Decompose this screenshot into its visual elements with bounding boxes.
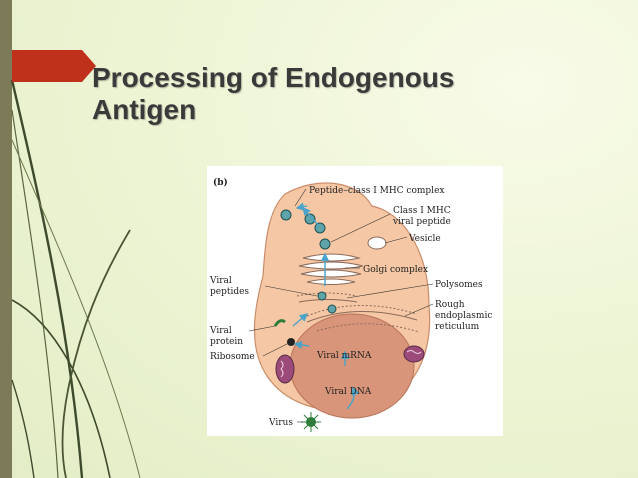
label-rough-er-line3: reticulum [435, 322, 480, 332]
viral-protein-mark [273, 319, 286, 327]
label-ribosome: Ribosome [210, 352, 255, 362]
mhc-complexes [280, 209, 337, 314]
mitochondria [275, 345, 425, 384]
label-viral-protein-line2: protein [210, 337, 243, 347]
label-viral-protein-line1: Viral [209, 326, 232, 336]
vesicle [367, 236, 387, 250]
golgi-stack [298, 253, 364, 285]
slide-title: Processing of Endogenous Antigen [92, 62, 454, 126]
panel-label: (b) [213, 177, 228, 188]
antigen-processing-figure: (b) Peptide–class I MHC complex Class I … [207, 166, 503, 436]
label-rough-er-line2: endoplasmic [435, 311, 492, 321]
label-polysomes: Polysomes [435, 280, 483, 290]
label-class1-mhc: Class I MHC [393, 206, 451, 216]
title-arrow-marker [12, 50, 96, 82]
label-viral-peptides-line2: peptides [210, 287, 249, 297]
label-viral-dna: Viral DNA [324, 387, 372, 397]
label-viral-peptide: viral peptide [392, 217, 451, 227]
left-accent-bar [0, 0, 12, 478]
slide-title-line-1: Processing of Endogenous [92, 62, 455, 93]
label-rough-er-line1: Rough [435, 300, 465, 310]
rough-er [296, 292, 420, 333]
label-viral-mrna: Viral mRNA [316, 351, 372, 361]
label-viral-peptides-line1: Viral [209, 276, 232, 286]
pathway-arrows [292, 202, 360, 410]
leader-lines [248, 188, 434, 423]
label-virus: Virus [268, 418, 293, 428]
label-vesicle: Vesicle [408, 234, 441, 244]
slide-title-line-2: Antigen [92, 94, 197, 125]
virus-particle [301, 412, 321, 432]
label-peptide-mhc-complex: Peptide–class I MHC complex [309, 186, 444, 196]
label-golgi-complex: Golgi complex [363, 265, 428, 275]
